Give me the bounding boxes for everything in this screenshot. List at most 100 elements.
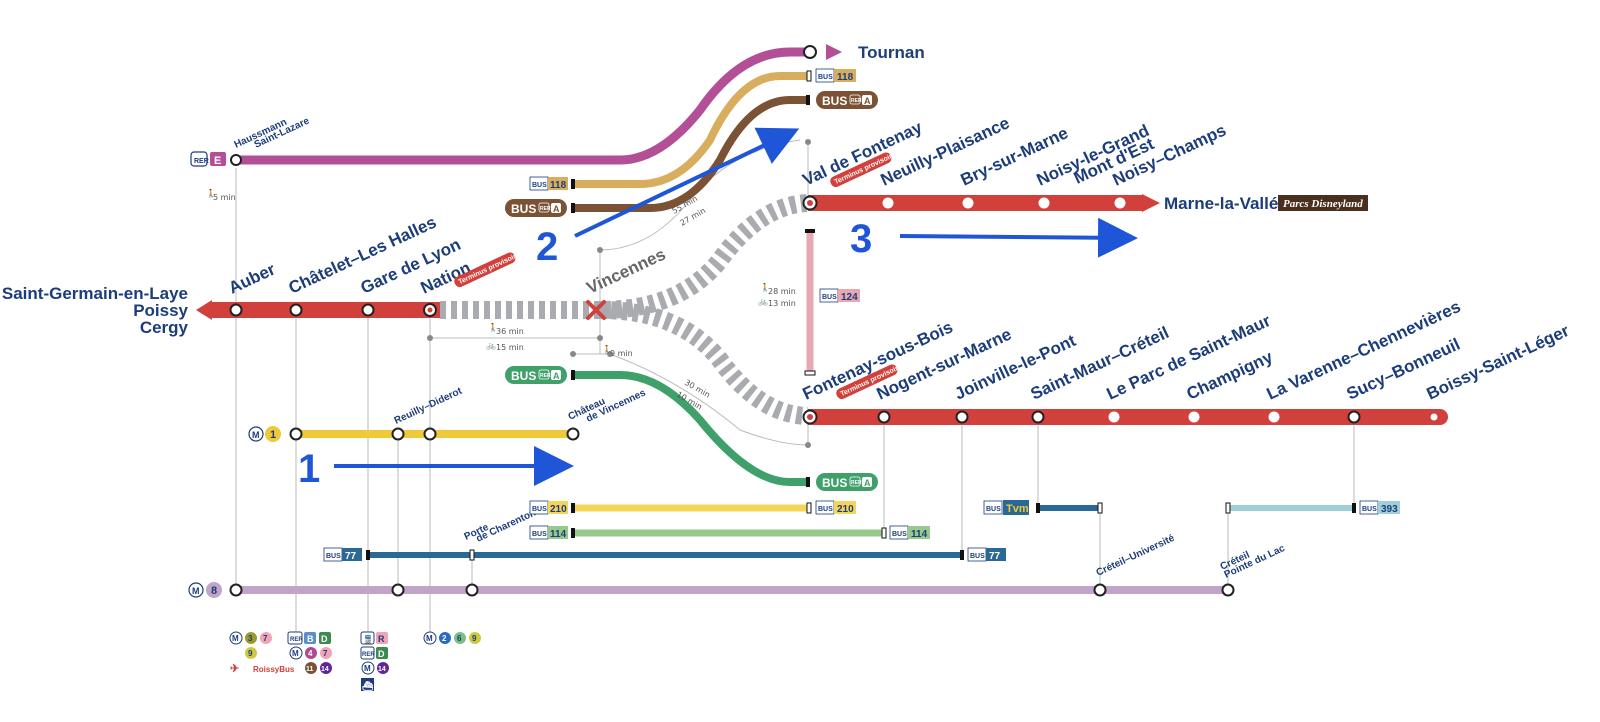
- reuilly-label: Reuilly–Diderot: [393, 385, 465, 426]
- creteil-universite-label: Créteil–Université: [1095, 533, 1177, 579]
- svg-text:7: 7: [263, 634, 268, 643]
- svg-text:RER: RER: [194, 158, 209, 165]
- branch-a2-stations: Fontenay-sous-Bois Nogent-sur-Marne Join…: [800, 297, 1573, 404]
- svg-text:Cergy: Cergy: [140, 318, 189, 337]
- arrow-3: [899, 217, 1138, 258]
- svg-text:M: M: [252, 430, 260, 440]
- terminus-dots: [423, 195, 818, 425]
- svg-text:BUS: BUS: [818, 74, 833, 81]
- vincennes-closed-icon: [586, 300, 606, 320]
- svg-text:BUS: BUS: [818, 506, 833, 513]
- bus-terminals: [366, 95, 1356, 560]
- svg-text:Poissy: Poissy: [133, 301, 188, 320]
- svg-text:114: 114: [550, 529, 567, 540]
- disneyland-label: Parcs Disneyland: [1283, 198, 1363, 210]
- svg-text:✈: ✈: [230, 663, 239, 675]
- arrow-3-label: 3: [850, 217, 872, 261]
- marne-arrow: [1142, 194, 1160, 212]
- svg-text:28 min: 28 min: [768, 287, 796, 296]
- svg-text:BUS: BUS: [511, 202, 536, 216]
- marne-label: Marne-la-Vallée: [1164, 194, 1288, 213]
- svg-text:🚶: 🚶: [206, 188, 216, 198]
- tournan-label: Tournan: [858, 43, 925, 62]
- svg-text:⛴: ⛴: [362, 681, 374, 691]
- svg-text:3: 3: [248, 634, 253, 643]
- svg-text:RER: RER: [362, 652, 375, 658]
- svg-text:210: 210: [837, 504, 854, 515]
- svg-text:6: 6: [457, 634, 462, 643]
- svg-text:D: D: [378, 649, 385, 659]
- svg-text:B: B: [307, 634, 314, 644]
- svg-text:M: M: [364, 664, 371, 673]
- svg-text:4: 4: [308, 649, 313, 658]
- west-termini: Saint-Germain-en-Laye Poissy Cergy: [2, 284, 189, 337]
- svg-text:BUS: BUS: [532, 506, 547, 513]
- svg-text:M: M: [232, 634, 239, 643]
- svg-text:BUS: BUS: [326, 553, 341, 560]
- svg-text:36 min: 36 min: [496, 327, 524, 336]
- svg-text:118: 118: [837, 72, 854, 83]
- rer-a-west-stations: Auber Châtelet–Les Halles Gare de Lyon N…: [226, 213, 474, 298]
- connections-gare-de-lyon: 🚆 R RER D M 14 ⛴: [360, 631, 389, 691]
- arrow-2-label: 2: [536, 225, 558, 269]
- tournan-arrow: [826, 44, 842, 60]
- svg-text:Tvm: Tvm: [1006, 503, 1029, 515]
- connections-chatelet: RER B D M 4 7 11 14: [287, 631, 332, 674]
- svg-text:393: 393: [1381, 504, 1398, 515]
- metro-1-badge: M 1: [248, 426, 281, 442]
- vincennes-label: Vincennes: [584, 245, 669, 298]
- rer-e-line: [236, 47, 812, 165]
- svg-text:2: 2: [442, 634, 447, 643]
- svg-text:Saint-Germain-en-Laye: Saint-Germain-en-Laye: [2, 284, 188, 303]
- bus-rer-a-green-line: [573, 371, 810, 486]
- svg-text:M: M: [292, 649, 299, 658]
- svg-text:BUS: BUS: [822, 476, 847, 490]
- rer-e-badge: RER E: [190, 151, 226, 167]
- svg-text:M: M: [426, 634, 433, 643]
- svg-text:RER: RER: [851, 480, 862, 486]
- svg-text:🚲: 🚲: [486, 341, 496, 350]
- bus-rer-a-brown-line: [573, 96, 810, 212]
- svg-text:A: A: [864, 478, 871, 488]
- svg-text:BUS: BUS: [970, 553, 985, 560]
- svg-text:Boissy-Saint-Léger: Boissy-Saint-Léger: [1424, 321, 1573, 404]
- svg-text:13 min: 13 min: [768, 299, 796, 308]
- disneyland-badge: [1278, 195, 1368, 211]
- svg-text:BUS: BUS: [822, 94, 847, 108]
- arrow-1-label: 1: [298, 447, 320, 491]
- svg-text:15 min: 15 min: [496, 343, 524, 352]
- svg-text:BUS: BUS: [1362, 506, 1377, 513]
- svg-text:RER: RER: [290, 637, 303, 643]
- svg-text:210: 210: [550, 504, 567, 515]
- travel-times: 🚶5 min 🚶36 min 🚲15 min 🚶9 min 55 min 27 …: [206, 188, 796, 412]
- svg-text:M: M: [192, 586, 200, 596]
- svg-text:RER: RER: [851, 98, 862, 104]
- arrow-2: [574, 127, 800, 238]
- svg-text:BUS: BUS: [892, 531, 907, 538]
- svg-text:7: 7: [323, 649, 328, 658]
- svg-text:5 min: 5 min: [213, 193, 236, 202]
- svg-text:A: A: [864, 96, 871, 106]
- svg-text:🚶: 🚶: [488, 322, 498, 332]
- svg-text:11: 11: [306, 666, 314, 673]
- connections-auber: M 3 7 9 ✈ RoissyBus: [229, 631, 295, 675]
- svg-text:A: A: [553, 204, 560, 214]
- connections-nation: M 2 6 9: [423, 631, 481, 645]
- svg-text:BUS: BUS: [532, 182, 547, 189]
- diversion-path: [440, 194, 809, 319]
- svg-text:8: 8: [211, 585, 217, 597]
- svg-text:🚶: 🚶: [760, 282, 770, 292]
- svg-text:9 min: 9 min: [610, 349, 633, 358]
- svg-text:118: 118: [550, 180, 567, 191]
- svg-text:BUS: BUS: [822, 294, 837, 301]
- svg-text:114: 114: [911, 529, 928, 540]
- svg-text:Saint-Maur–Créteil: Saint-Maur–Créteil: [1028, 323, 1172, 404]
- svg-text:A: A: [553, 371, 560, 381]
- svg-text:🚲: 🚲: [758, 297, 768, 306]
- svg-text:BUS: BUS: [986, 506, 1001, 513]
- station-dots: [229, 45, 1361, 597]
- metro-8-badge: M 8: [188, 582, 222, 598]
- svg-text:RER: RER: [540, 206, 551, 212]
- svg-text:Auber: Auber: [226, 259, 279, 297]
